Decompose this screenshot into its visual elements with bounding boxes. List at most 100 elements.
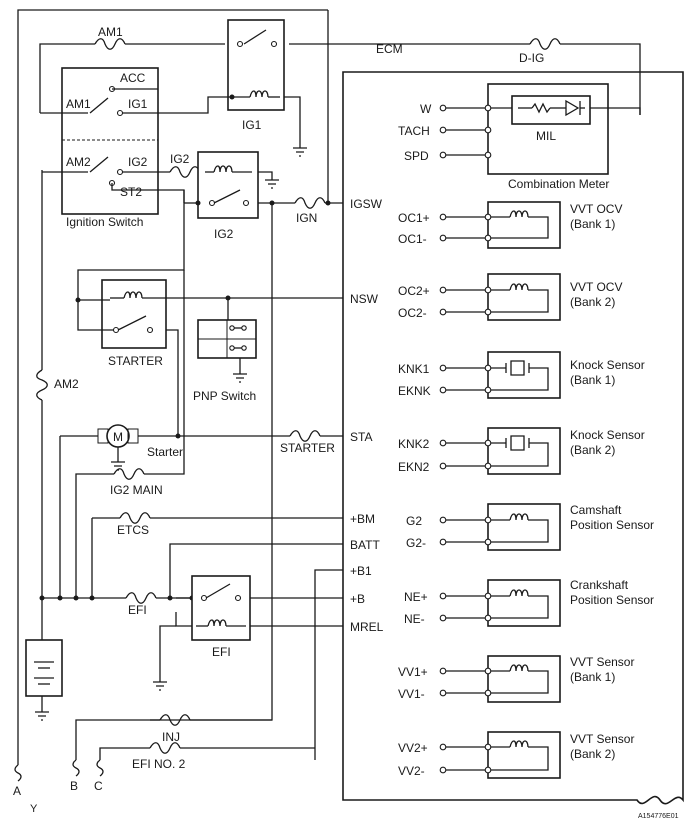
- pin-igsw: IGSW: [350, 197, 383, 211]
- svg-text:(Bank 1): (Bank 1): [570, 670, 615, 684]
- ig1-relay: IG1: [227, 19, 285, 132]
- svg-text:Camshaft: Camshaft: [570, 503, 622, 517]
- svg-text:Knock Sensor: Knock Sensor: [570, 428, 645, 442]
- pin-nep: NE+: [404, 590, 428, 604]
- pin-tach: TACH: [398, 124, 430, 138]
- svg-text:EFI: EFI: [212, 645, 231, 659]
- svg-text:EFI NO. 2: EFI NO. 2: [132, 757, 186, 771]
- pin-oc2n: OC2-: [398, 306, 427, 320]
- svg-text:IG1: IG1: [242, 118, 262, 132]
- pin-sta: STA: [350, 430, 372, 444]
- fuse-inj: INJ: [159, 714, 191, 744]
- svg-text:C: C: [94, 779, 103, 793]
- ground-ig1: [293, 147, 307, 157]
- pin-vv2n: VV2-: [398, 764, 425, 778]
- ignition-switch: ACC AM1 IG1 AM2 IG2 ST2 Ignition Switch: [40, 67, 170, 229]
- svg-text:D-IG: D-IG: [519, 51, 544, 65]
- svg-text:Position Sensor: Position Sensor: [570, 518, 654, 532]
- svg-text:IG1: IG1: [128, 97, 148, 111]
- pin-vv1n: VV1-: [398, 687, 425, 701]
- svg-text:ACC: ACC: [120, 71, 146, 85]
- svg-text:STARTER: STARTER: [280, 441, 335, 455]
- svg-text:A: A: [13, 784, 21, 798]
- fuse-ign: IGN: [294, 197, 326, 225]
- pin-ekn2: EKN2: [398, 460, 430, 474]
- ground-efi: [153, 681, 167, 691]
- fuse-am2: AM2: [36, 369, 79, 401]
- ignition-switch-label: Ignition Switch: [66, 215, 143, 229]
- sensor-knock-bank1: Knock Sensor (Bank 1): [439, 351, 645, 399]
- fuse-etcs: ETCS: [117, 512, 151, 537]
- svg-text:B: B: [70, 779, 78, 793]
- pnp-switch: PNP Switch: [193, 319, 257, 403]
- svg-text:Starter: Starter: [147, 445, 183, 459]
- svg-text:(Bank 2): (Bank 2): [570, 443, 615, 457]
- svg-text:STARTER: STARTER: [108, 354, 163, 368]
- pin-g2n: G2-: [406, 536, 426, 550]
- fuse-efi-no2: EFI NO. 2: [132, 742, 186, 771]
- svg-text:VVT OCV: VVT OCV: [570, 202, 622, 216]
- svg-text:IG2: IG2: [170, 152, 190, 166]
- svg-text:EFI: EFI: [128, 603, 147, 617]
- svg-text:Combination Meter: Combination Meter: [508, 177, 609, 191]
- pin-batt: BATT: [350, 538, 380, 552]
- pin-vv1p: VV1+: [398, 665, 428, 679]
- starter-motor: M Starter: [97, 424, 183, 471]
- connector-c: C: [94, 759, 104, 793]
- svg-text:Crankshaft: Crankshaft: [570, 578, 629, 592]
- pin-b1: +B1: [350, 564, 372, 578]
- fuse-ig2-main: IG2 MAIN: [110, 468, 163, 497]
- svg-text:VVT Sensor: VVT Sensor: [570, 732, 634, 746]
- pin-bm: +BM: [350, 512, 375, 526]
- svg-text:M: M: [113, 430, 123, 444]
- sensor-knock-bank2: Knock Sensor (Bank 2): [439, 427, 645, 475]
- sensor-vvt-ocv-bank2: VVT OCV (Bank 2): [439, 273, 622, 321]
- sensor-crankshaft: Crankshaft Position Sensor: [439, 578, 654, 627]
- svg-text:IG2: IG2: [214, 227, 234, 241]
- sensor-vvt-ocv-bank1: VVT OCV (Bank 1): [439, 201, 622, 249]
- svg-text:IG2 MAIN: IG2 MAIN: [110, 483, 163, 497]
- fuse-starter: STARTER: [280, 430, 335, 455]
- svg-text:(Bank 2): (Bank 2): [570, 295, 615, 309]
- pin-mrel: MREL: [350, 620, 384, 634]
- svg-text:IGN: IGN: [296, 211, 317, 225]
- sensor-vvt-bank1: VVT Sensor (Bank 1): [439, 655, 634, 703]
- pin-oc1p: OC1+: [398, 211, 430, 225]
- figure-code: A154776E01: [638, 813, 679, 820]
- fuse-ig2: IG2: [169, 152, 201, 178]
- svg-text:Position Sensor: Position Sensor: [570, 593, 654, 607]
- ig2-relay: IG2: [197, 151, 259, 241]
- sensor-camshaft: Camshaft Position Sensor: [439, 503, 654, 551]
- fuse-d-ig: D-IG: [519, 38, 561, 65]
- pin-nen: NE-: [404, 612, 425, 626]
- connector-b: B: [70, 759, 80, 793]
- svg-text:VVT OCV: VVT OCV: [570, 280, 622, 294]
- svg-text:VVT Sensor: VVT Sensor: [570, 655, 634, 669]
- svg-text:PNP Switch: PNP Switch: [193, 389, 256, 403]
- pin-nsw: NSW: [350, 292, 379, 306]
- pin-eknk: EKNK: [398, 384, 431, 398]
- svg-text:(Bank 2): (Bank 2): [570, 747, 615, 761]
- svg-text:ST2: ST2: [120, 185, 142, 199]
- pin-oc1n: OC1-: [398, 232, 427, 246]
- svg-text:(Bank 1): (Bank 1): [570, 373, 615, 387]
- pin-spd: SPD: [404, 149, 429, 163]
- svg-text:INJ: INJ: [162, 730, 180, 744]
- svg-text:AM1: AM1: [66, 97, 91, 111]
- pin-b: +B: [350, 592, 365, 606]
- sensor-vvt-bank2: VVT Sensor (Bank 2): [439, 731, 634, 779]
- fuse-am1: AM1: [94, 25, 126, 50]
- ground-ig2: [265, 179, 279, 189]
- pin-oc2p: OC2+: [398, 284, 430, 298]
- pin-vv2p: VV2+: [398, 741, 428, 755]
- battery: [25, 639, 63, 721]
- svg-text:AM2: AM2: [66, 155, 91, 169]
- svg-text:MIL: MIL: [536, 129, 556, 143]
- ecm-title: ECM: [376, 42, 403, 56]
- fuse-efi: EFI: [125, 592, 157, 617]
- ground-pnp: [233, 373, 247, 383]
- svg-text:Knock Sensor: Knock Sensor: [570, 358, 645, 372]
- label-y: Y: [30, 803, 38, 815]
- connector-a: A: [13, 764, 22, 798]
